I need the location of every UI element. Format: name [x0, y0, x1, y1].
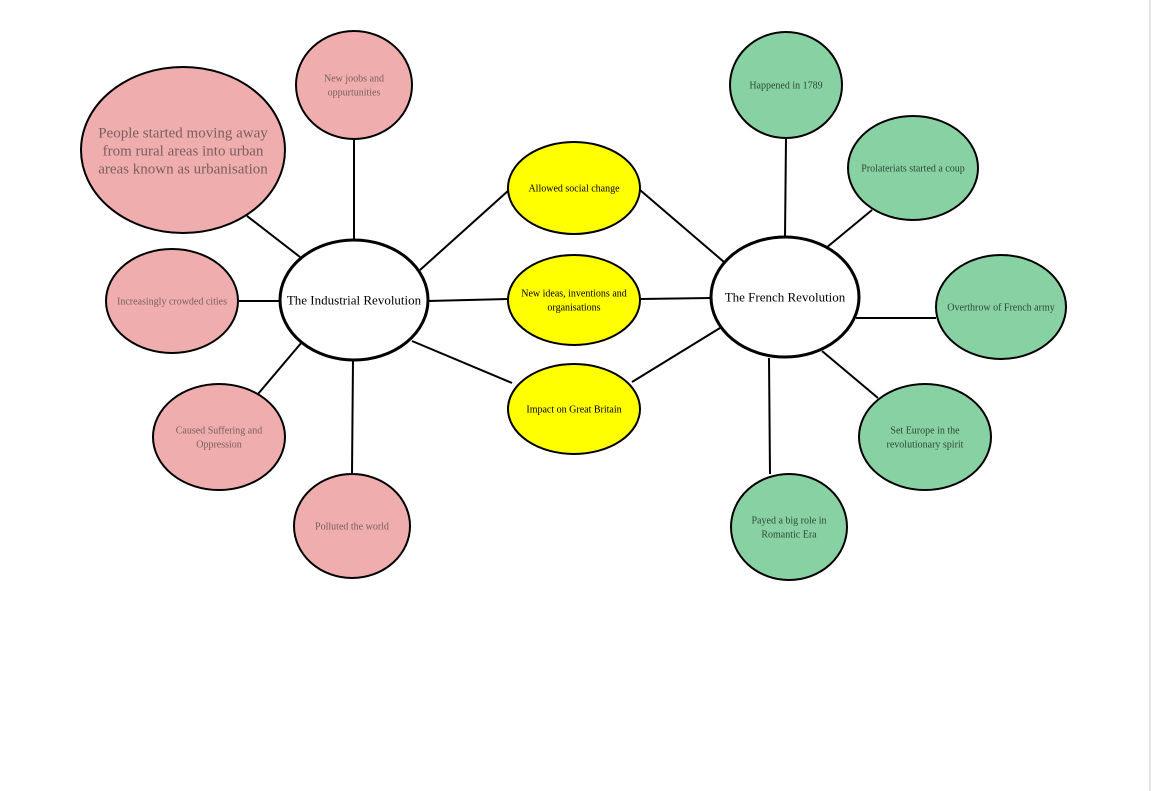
node-europe-label: Set Europe in the: [890, 426, 960, 437]
node-army-bubble: [935, 254, 1067, 360]
connector-line: [639, 297, 712, 300]
node-year-bubble: [729, 31, 843, 139]
node-romantic-label: Payed a big role in: [752, 516, 827, 527]
node-polluted-bubble: [293, 473, 411, 579]
node-ideas-label: New ideas, inventions and: [521, 289, 627, 300]
node-crowded-label: Increasingly crowded cities: [117, 297, 227, 308]
connector-line: [825, 209, 873, 249]
page-edge: [1149, 0, 1151, 791]
node-french-bubble: [709, 235, 861, 359]
node-romantic-bubble: [730, 473, 848, 581]
node-urbanisation-bubble: [80, 66, 286, 234]
node-suffering-label: Caused Suffering and: [176, 426, 262, 437]
node-crowded-bubble: [105, 248, 239, 354]
node-ideas-label: organisations: [547, 303, 600, 314]
node-social-label: Allowed social change: [528, 184, 620, 195]
node-urbanisation-label: areas known as urbanisation: [98, 161, 268, 177]
connector-line: [411, 340, 513, 384]
node-coup-bubble: [847, 115, 979, 221]
node-coup-label: Prolateriats started a coup: [861, 164, 965, 175]
node-ideas-bubble: [507, 254, 641, 346]
node-suffering-bubble: [152, 383, 286, 491]
node-impact-bubble: [507, 363, 641, 455]
connector-line: [821, 350, 879, 399]
node-french-label: The French Revolution: [725, 290, 846, 305]
connector-line: [419, 189, 510, 271]
node-industrial-bubble: [278, 238, 430, 362]
connector-line: [351, 359, 354, 475]
node-urbanisation-label: from rural areas into urban: [103, 143, 264, 159]
node-jobs-label: oppurtunities: [328, 88, 381, 99]
connector-line: [784, 137, 787, 239]
node-europe-bubble: [858, 383, 992, 491]
node-urbanisation-label: People started moving away: [98, 125, 268, 141]
connector-line: [257, 341, 303, 395]
connector-line: [427, 298, 509, 302]
node-romantic-label: Romantic Era: [761, 530, 817, 541]
node-suffering-label: Oppression: [196, 440, 242, 451]
node-year-label: Happened in 1789: [749, 81, 822, 92]
connector-line: [631, 327, 721, 383]
connector-line: [246, 215, 301, 258]
node-industrial-label: The Industrial Revolution: [287, 293, 422, 308]
connector-line: [768, 357, 771, 475]
node-jobs-bubble: [295, 30, 413, 140]
node-social-bubble: [507, 141, 641, 235]
node-army-label: Overthrow of French army: [947, 303, 1054, 314]
node-impact-label: Impact on Great Britain: [526, 405, 621, 416]
connector-line: [639, 189, 725, 263]
node-europe-label: revolutionary spirit: [887, 440, 964, 451]
node-polluted-label: Polluted the world: [315, 522, 389, 533]
node-jobs-label: New joobs and: [324, 74, 384, 85]
